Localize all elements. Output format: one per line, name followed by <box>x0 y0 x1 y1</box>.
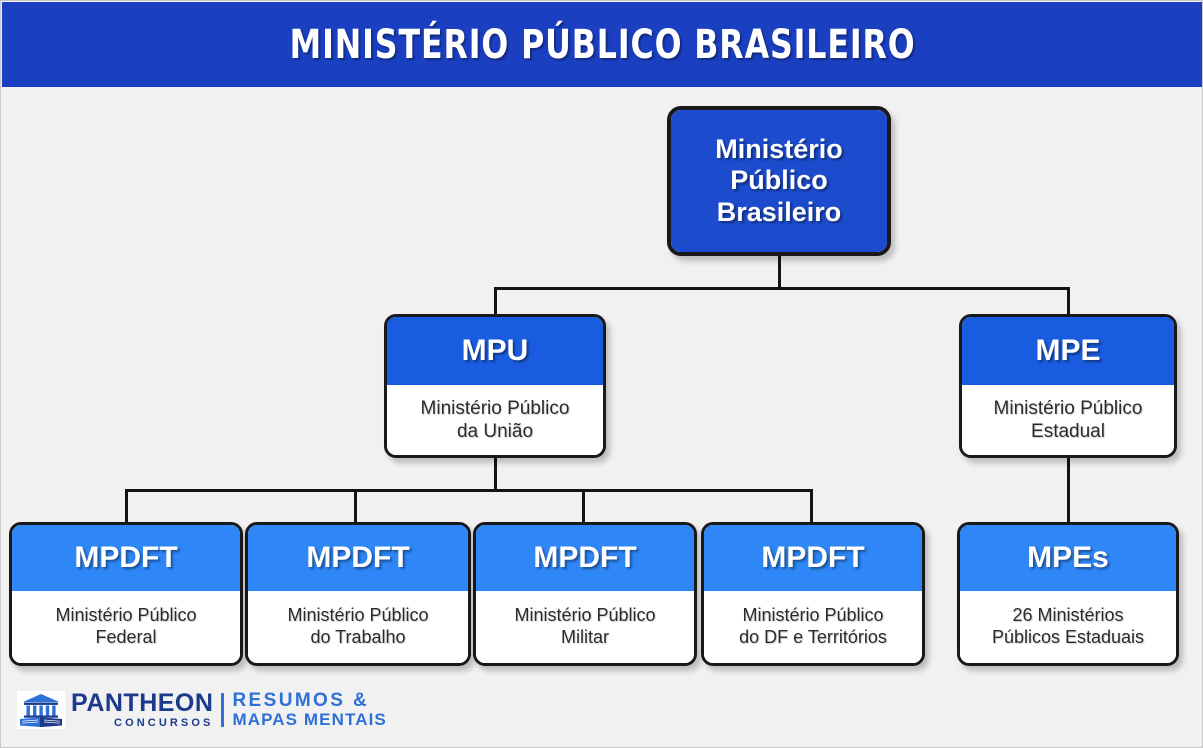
node-root-line3: Brasileiro <box>716 196 842 227</box>
pantheon-logo-text: PANTHEON CONCURSOS RESUMOS & MAPAS MENTA… <box>71 690 387 730</box>
connector-level1-bus <box>494 287 1070 290</box>
node-mpt-subtitle-line2: do Trabalho <box>310 627 406 647</box>
node-mpe-subtitle: Ministério Público Estadual <box>962 385 1174 455</box>
node-mpdft-subtitle-line1: Ministério Público <box>742 605 884 626</box>
node-root-line1: Ministério <box>715 134 843 165</box>
connector-mpu-stem <box>494 458 497 492</box>
node-mpf-subtitle: Ministério Público Federal <box>12 591 240 663</box>
connector-to-mpt <box>354 489 357 524</box>
node-mpe-subtitle-line1: Ministério Público <box>993 397 1143 419</box>
node-mpdft-subtitle: Ministério Público do DF e Territórios <box>704 591 922 663</box>
node-mpm-subtitle-line1: Ministério Público <box>514 605 656 626</box>
node-mpt-subtitle-line1: Ministério Público <box>287 605 429 626</box>
connector-to-mpf <box>125 489 128 524</box>
node-mpes-subtitle-line2: Públicos Estaduais <box>991 627 1145 647</box>
connector-root-stem <box>778 256 781 290</box>
node-ministerio-publico-brasileiro[interactable]: Ministério Público Brasileiro <box>667 106 891 256</box>
pantheon-tagline-line1: RESUMOS & <box>232 690 370 712</box>
node-mpdft[interactable]: MPDFT Ministério Público do DF e Territó… <box>701 522 925 666</box>
node-mpm-subtitle: Ministério Público Militar <box>476 591 694 663</box>
node-mpt-acronym: MPDFT <box>248 525 468 591</box>
node-mpes-subtitle-line1: 26 Ministérios <box>1012 605 1124 626</box>
node-root-label: Ministério Público Brasileiro <box>671 110 887 252</box>
connector-to-mpm <box>582 489 585 524</box>
node-mpu-subtitle: Ministério Público da União <box>387 385 603 455</box>
node-mpf-acronym: MPDFT <box>12 525 240 591</box>
page-header-banner: MINISTÉRIO PÚBLICO BRASILEIRO <box>2 2 1202 87</box>
connector-level2-bus <box>125 489 813 492</box>
pantheon-tagline-line2: MAPAS MENTAIS <box>232 710 387 730</box>
node-root-line2: Público <box>730 165 828 196</box>
connector-to-mpe <box>1067 287 1070 316</box>
connector-to-mpu <box>494 287 497 316</box>
node-mpm-acronym: MPDFT <box>476 525 694 591</box>
node-mpe-subtitle-line2: Estadual <box>1031 421 1105 442</box>
node-mpf[interactable]: MPDFT Ministério Público Federal <box>9 522 243 666</box>
connector-to-mpdft <box>810 489 813 524</box>
node-mpm-subtitle-line2: Militar <box>561 627 609 647</box>
pantheon-brand-name: PANTHEON <box>71 689 214 717</box>
connector-mpe-to-mpes <box>1067 458 1070 524</box>
node-mpes-subtitle: 26 Ministérios Públicos Estaduais <box>960 591 1176 663</box>
node-mpdft-acronym: MPDFT <box>704 525 922 591</box>
node-mpf-subtitle-line1: Ministério Público <box>55 605 197 626</box>
pantheon-brand-block: PANTHEON CONCURSOS <box>71 691 213 729</box>
node-mpes-acronym: MPEs <box>960 525 1176 591</box>
pantheon-tagline-block: RESUMOS & MAPAS MENTAIS <box>232 691 386 729</box>
node-mpt-subtitle: Ministério Público do Trabalho <box>248 591 468 663</box>
node-mpe-acronym: MPE <box>962 317 1174 385</box>
node-mpf-subtitle-line2: Federal <box>95 627 157 647</box>
node-mpu-subtitle-line2: da União <box>456 421 534 442</box>
pantheon-logo: PANTHEON CONCURSOS RESUMOS & MAPAS MENTA… <box>17 686 387 734</box>
logo-divider <box>221 693 225 727</box>
node-mpu-acronym: MPU <box>387 317 603 385</box>
node-mpt[interactable]: MPDFT Ministério Público do Trabalho <box>245 522 471 666</box>
node-mpdft-subtitle-line2: do DF e Territórios <box>739 627 887 647</box>
node-mpm[interactable]: MPDFT Ministério Público Militar <box>473 522 697 666</box>
pantheon-temple-book-icon <box>17 691 65 729</box>
node-mpes[interactable]: MPEs 26 Ministérios Públicos Estaduais <box>957 522 1179 666</box>
node-mpu-subtitle-line1: Ministério Público <box>420 397 570 419</box>
pantheon-brand-sub: CONCURSOS <box>114 717 214 729</box>
node-mpu[interactable]: MPU Ministério Público da União <box>384 314 606 458</box>
page-title: MINISTÉRIO PÚBLICO BRASILEIRO <box>289 21 916 68</box>
node-mpe[interactable]: MPE Ministério Público Estadual <box>959 314 1177 458</box>
